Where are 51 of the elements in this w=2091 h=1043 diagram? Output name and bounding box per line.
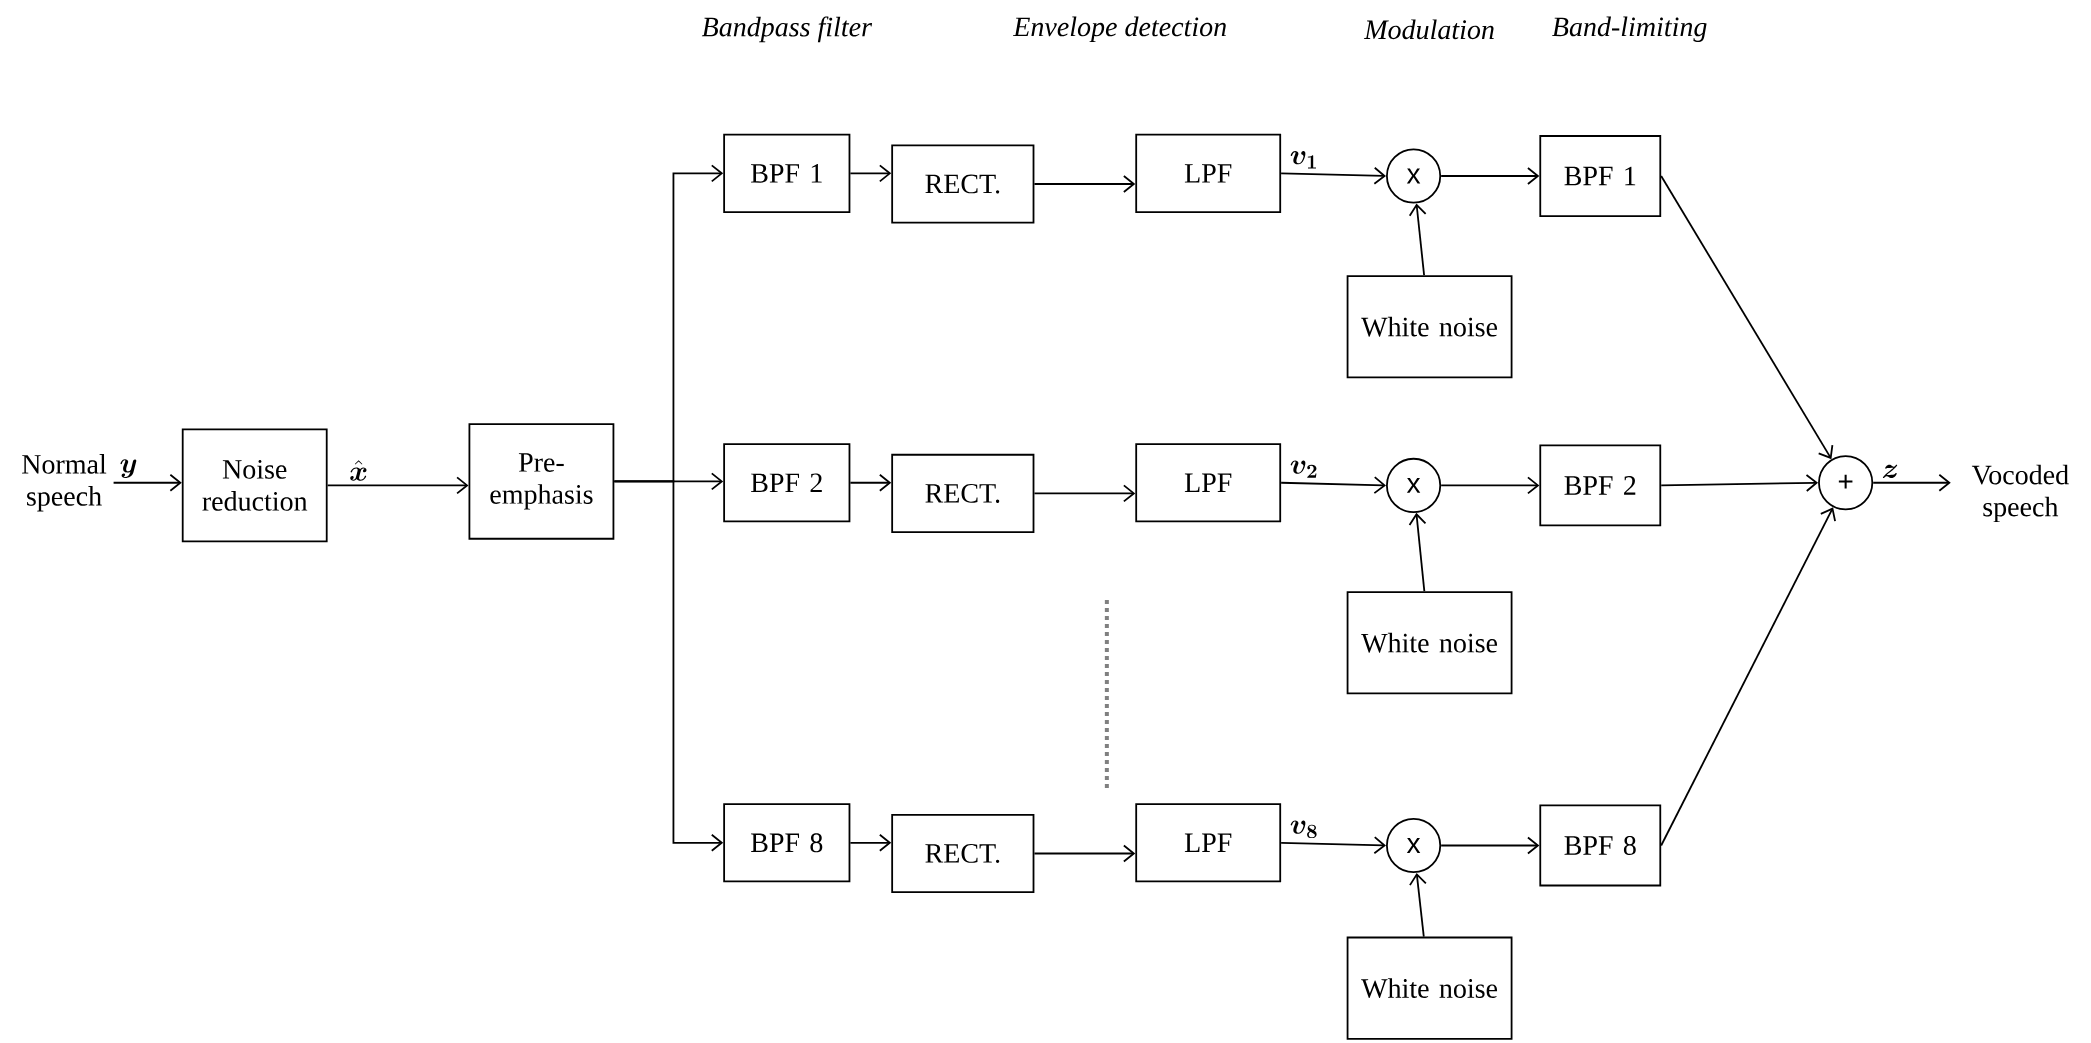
- signal-label: $\boldsymbol{y}$: [120, 459, 137, 479]
- block-box: BPF 1: [723, 133, 851, 213]
- arrow: [1280, 166, 1386, 185]
- block-box: Pre-emphasis: [468, 423, 615, 540]
- arrow: [1408, 512, 1427, 593]
- signal-label: $\boldsymbol{v_1}$: [1290, 151, 1316, 169]
- block-box: LPF: [1135, 803, 1282, 883]
- signal-label: $\boldsymbol{v_8}$: [1290, 820, 1317, 839]
- arrow: [1660, 507, 1836, 847]
- column-heading: Modulation: [1363, 19, 1494, 40]
- block-box: LPF: [1135, 133, 1282, 213]
- signal-label: $\hat{\boldsymbol{x}}$: [350, 460, 367, 481]
- arrow: [1033, 175, 1136, 193]
- arrow: [1872, 473, 1951, 492]
- arrow: [849, 473, 892, 492]
- block-box: LPF: [1135, 443, 1282, 523]
- arrow: [1660, 175, 1834, 460]
- block-box: BPF 8: [723, 803, 851, 883]
- block-box: BPF 1: [1539, 135, 1662, 217]
- arrow: [1280, 836, 1386, 855]
- column-heading: Bandpass filter: [701, 16, 873, 43]
- arrow: [1409, 872, 1427, 938]
- arrow: [613, 480, 724, 852]
- block-box: BPF 2: [1539, 444, 1662, 527]
- block-box: White noise: [1346, 591, 1513, 695]
- column-heading: Band-limiting: [1552, 16, 1707, 43]
- block-box: Noise reduction: [181, 428, 328, 543]
- signal-label: $\boldsymbol{z}$: [1882, 464, 1898, 479]
- arrow: [1033, 484, 1136, 503]
- block-box: RECT.: [891, 453, 1035, 534]
- block-box: RECT.: [891, 144, 1035, 224]
- block-box: BPF 8: [1539, 804, 1662, 887]
- arrow: [1440, 836, 1540, 855]
- arrow: [1440, 167, 1540, 185]
- signal-label: $\boldsymbol{v_2}$: [1290, 460, 1317, 478]
- arrow: [112, 473, 182, 492]
- arrow: [849, 164, 892, 183]
- signal-text: Vocoded speech: [1971, 464, 2069, 523]
- arrow: [1440, 476, 1540, 495]
- column-heading: Envelope detection: [1013, 16, 1226, 43]
- block-box: BPF 2: [723, 443, 851, 523]
- arrow: [1280, 476, 1386, 495]
- arrow: [326, 476, 469, 495]
- block-box: RECT.: [891, 814, 1035, 894]
- block-box: White noise: [1346, 275, 1513, 379]
- arrow: [1033, 844, 1136, 863]
- arrow: [1660, 474, 1819, 492]
- signal-text: Normal speech: [22, 454, 107, 512]
- block-box: White noise: [1346, 936, 1513, 1040]
- arrow: [1408, 203, 1427, 277]
- arrow: [849, 833, 892, 852]
